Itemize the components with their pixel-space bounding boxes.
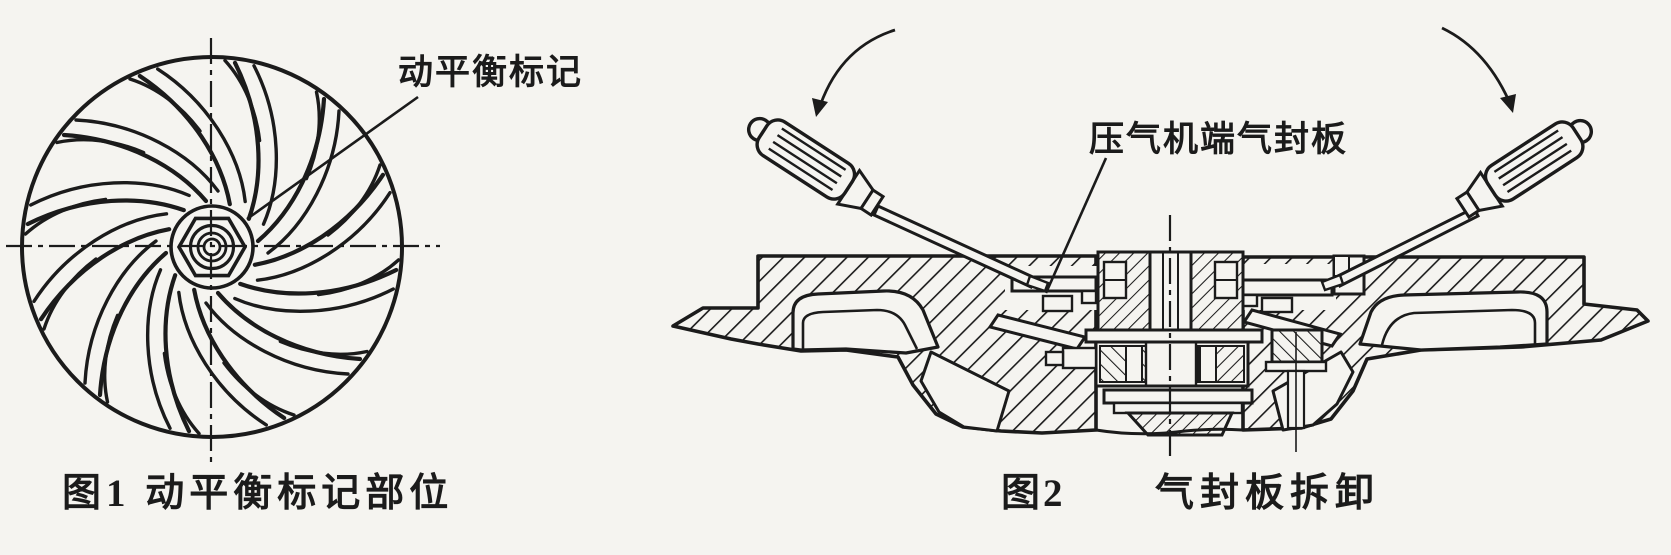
left-stub bbox=[1061, 346, 1098, 370]
hub-clamp-band bbox=[1084, 328, 1264, 344]
figure2-cross-section-drawing bbox=[671, 26, 1650, 462]
left-pry-arrowhead bbox=[812, 98, 828, 117]
balance-mark-label: 动平衡标记 bbox=[398, 53, 584, 92]
right-cavity-inner-wall bbox=[1380, 308, 1537, 346]
right-fulcrum-step bbox=[1260, 296, 1294, 314]
right-seal-plate bbox=[1241, 278, 1334, 297]
right-screwdriver-tip bbox=[1320, 273, 1345, 292]
right-volute-cavity bbox=[1358, 290, 1549, 352]
hub-base-plate bbox=[1102, 388, 1254, 405]
bolt-nut bbox=[1270, 328, 1324, 364]
right-pry-arrow bbox=[1441, 26, 1516, 113]
left-seal-plate-foot bbox=[1080, 289, 1098, 305]
right-screwdriver-handle bbox=[1454, 118, 1594, 220]
left-cavity-inner-wall bbox=[801, 308, 919, 350]
left-screwdriver bbox=[746, 116, 1050, 293]
right-screwdriver bbox=[1320, 118, 1594, 292]
balance-mark-leader-line bbox=[246, 95, 419, 221]
right-pry-arrowhead bbox=[1500, 94, 1516, 113]
figure1-impeller-drawing bbox=[0, 28, 440, 467]
figure2-caption-title: 气封板拆卸 bbox=[1155, 472, 1381, 515]
left-volute-cavity bbox=[791, 289, 940, 355]
hub-slot-left bbox=[1125, 345, 1143, 383]
seal-plate-label: 压气机端气封板 bbox=[1089, 120, 1349, 159]
figure1-caption: 图1 动平衡标记部位 bbox=[62, 472, 454, 515]
bottom-break-line bbox=[1095, 427, 1244, 436]
figure2-caption-number: 图2 bbox=[1001, 472, 1066, 515]
left-screwdriver-handle bbox=[746, 116, 886, 218]
left-pry-arrow bbox=[812, 28, 896, 117]
left-stub-tip bbox=[1044, 350, 1065, 367]
left-fulcrum-step bbox=[1041, 294, 1074, 313]
hub-slot-right bbox=[1199, 345, 1217, 383]
right-seal-plate-foot bbox=[1241, 293, 1259, 308]
left-screwdriver-tip bbox=[1025, 274, 1050, 293]
left-diffuser-channel bbox=[919, 350, 1011, 433]
seal-plate-leader-line bbox=[1044, 157, 1108, 294]
